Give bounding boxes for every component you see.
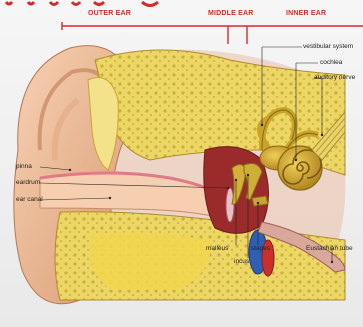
label-eustachian-tube: Eustachian tube [306,245,353,252]
eardrum-shape [226,188,234,222]
label-ear-canal: ear canal [16,196,43,203]
label-stapes: stapes [251,245,270,252]
label-incus: incus [234,258,249,265]
label-cochlea: cochlea [320,59,342,66]
label-auditory-nerve: auditory nerve [314,74,355,81]
label-vestibular-system: vestibular system [303,43,353,50]
label-eardrum: eardrum [16,179,40,186]
stapes-shape [252,196,268,206]
label-pinna: pinna [16,163,32,170]
label-malleus: malleus [206,245,228,252]
